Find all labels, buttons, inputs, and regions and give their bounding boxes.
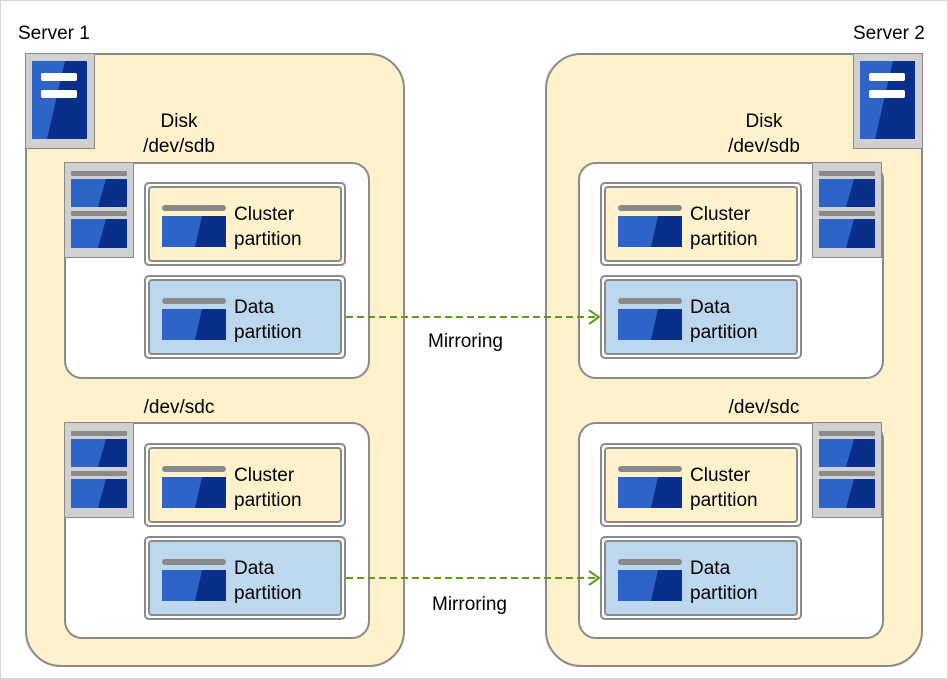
server-2-sdc-data-partition: Data partition — [600, 536, 802, 620]
partition-label-line2: partition — [690, 490, 758, 511]
server-2-server-icon — [853, 53, 923, 149]
partition-icon — [618, 466, 682, 508]
partition-label: Data partition — [234, 295, 302, 345]
partition-label-line1: Data — [234, 558, 275, 579]
partition-icon — [618, 298, 682, 340]
server-1-sdc-disk-icon — [64, 422, 134, 518]
server-1-sdb-disk-icon — [64, 162, 134, 258]
partition-label-line2: partition — [234, 322, 302, 343]
server-2-sdb-disk-icon — [812, 162, 882, 258]
server-2-sdc-cluster-partition: Cluster partition — [600, 443, 802, 527]
partition-icon — [162, 298, 226, 340]
partition-label-line1: Cluster — [690, 204, 751, 225]
partition-label-line1: Data — [234, 297, 275, 318]
partition-inner: Data partition — [148, 279, 342, 355]
partition-inner: Cluster partition — [148, 186, 342, 262]
server-1-sdb-cluster-partition: Cluster partition — [144, 182, 346, 266]
partition-label-line2: partition — [234, 490, 302, 511]
server-1-sdc-cluster-partition: Cluster partition — [144, 443, 346, 527]
mirroring-label-sdb: Mirroring — [428, 331, 503, 352]
partition-icon — [618, 205, 682, 247]
partition-label-line2: partition — [690, 583, 758, 604]
partition-label-line2: partition — [234, 229, 302, 250]
partition-inner: Data partition — [148, 540, 342, 616]
partition-label: Cluster partition — [234, 202, 302, 252]
partition-label: Data partition — [234, 556, 302, 606]
partition-label: Data partition — [690, 295, 758, 345]
partition-label-line2: partition — [690, 229, 758, 250]
server-1-disk-sdc-label: /dev/sdc — [129, 395, 229, 420]
partition-inner: Data partition — [604, 540, 798, 616]
server-1-sdb-data-partition: Data partition — [144, 275, 346, 359]
partition-label-line2: partition — [234, 583, 302, 604]
disk-label-line2: /dev/sdc — [728, 397, 800, 418]
partition-label-line1: Data — [690, 297, 731, 318]
partition-label-line2: partition — [690, 322, 758, 343]
disk-label-line2: /dev/sdb — [143, 136, 215, 157]
server-2-disk-sdb-label: Disk /dev/sdb — [714, 109, 814, 159]
server-1-server-icon — [25, 53, 95, 149]
disk-label-line1: Disk — [160, 111, 198, 132]
partition-icon — [162, 466, 226, 508]
server-1-sdc-data-partition: Data partition — [144, 536, 346, 620]
disk-label-line2: /dev/sdc — [143, 397, 215, 418]
disk-label-line1: Disk — [745, 111, 783, 132]
server-2-sdb-data-partition: Data partition — [600, 275, 802, 359]
partition-label: Data partition — [690, 556, 758, 606]
partition-inner: Cluster partition — [148, 447, 342, 523]
server-2-sdc-disk-icon — [812, 422, 882, 518]
partition-inner: Cluster partition — [604, 447, 798, 523]
partition-inner: Cluster partition — [604, 186, 798, 262]
server-1-disk-sdb-label: Disk /dev/sdb — [129, 109, 229, 159]
mirroring-label-sdc: Mirroring — [432, 594, 507, 615]
partition-label-line1: Data — [690, 558, 731, 579]
server-2-disk-sdc-label: /dev/sdc — [714, 395, 814, 420]
server-1-label: Server 1 — [18, 23, 90, 44]
partition-icon — [618, 559, 682, 601]
partition-label: Cluster partition — [690, 202, 758, 252]
partition-icon — [162, 559, 226, 601]
partition-label: Cluster partition — [690, 463, 758, 513]
server-2-label: Server 2 — [853, 23, 925, 44]
disk-label-line2: /dev/sdb — [728, 136, 800, 157]
partition-icon — [162, 205, 226, 247]
partition-label-line1: Cluster — [234, 204, 295, 225]
partition-label-line1: Cluster — [234, 465, 295, 486]
partition-label-line1: Cluster — [690, 465, 751, 486]
partition-inner: Data partition — [604, 279, 798, 355]
server-2-sdb-cluster-partition: Cluster partition — [600, 182, 802, 266]
partition-label: Cluster partition — [234, 463, 302, 513]
